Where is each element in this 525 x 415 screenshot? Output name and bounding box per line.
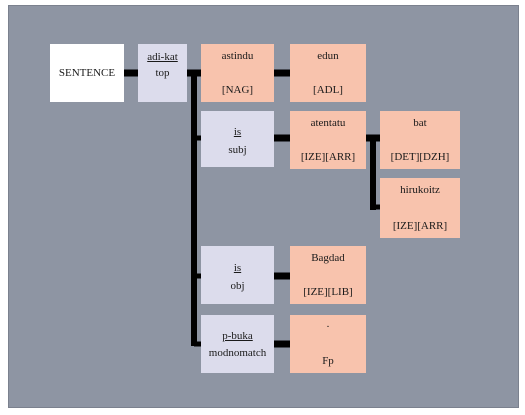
relation-node-punct: p-buka modnomatch [201,315,274,373]
lexeme-node-hirukoitz: hirukoitz [IZE][ARR] [380,178,460,238]
lexeme-node-bat: bat [DET][DZH] [380,111,460,169]
lexeme-tags: [IZE][ARR] [300,151,356,163]
lexeme-lemma: edun [317,50,339,62]
relation-word: is [233,126,242,138]
lexeme-tags: [IZE][ARR] [392,220,448,232]
lexeme-node-bagdad: Bagdad [IZE][LIB] [290,246,366,304]
lexeme-lemma: bat [413,117,427,129]
lexeme-lemma: Bagdad [311,252,345,264]
root-node-sentence: SENTENCE [50,44,124,102]
root-label: SENTENCE [58,66,116,79]
relation-word: is [233,262,242,274]
lexeme-tags: [NAG] [221,84,254,96]
relation-word: p-buka [222,330,253,342]
relation-role: obj [230,280,245,292]
lexeme-tags: [DET][DZH] [390,151,450,163]
lexeme-tags: Fp [322,355,334,367]
relation-node-obj: is obj [201,246,274,304]
relation-role: modnomatch [208,347,267,359]
lexeme-node-edun: edun [ADL] [290,44,366,102]
relation-role: top [155,67,170,79]
lexeme-lemma: hirukoitz [400,184,440,196]
lexeme-lemma: atentatu [310,117,346,129]
relation-word: adi-kat [147,51,178,63]
lexeme-lemma: . [326,318,330,330]
relation-role: subj [228,144,247,156]
lexeme-tags: [IZE][LIB] [303,286,353,298]
lexeme-tags: [ADL] [313,84,343,96]
lexeme-lemma: astindu [221,50,254,62]
relation-node-subj: is subj [201,111,274,167]
lexeme-node-atentatu: atentatu [IZE][ARR] [290,111,366,169]
relation-node-top: adi-kat top [138,44,187,102]
lexeme-node-astindu: astindu [NAG] [201,44,274,102]
lexeme-node-period: . Fp [290,315,366,373]
